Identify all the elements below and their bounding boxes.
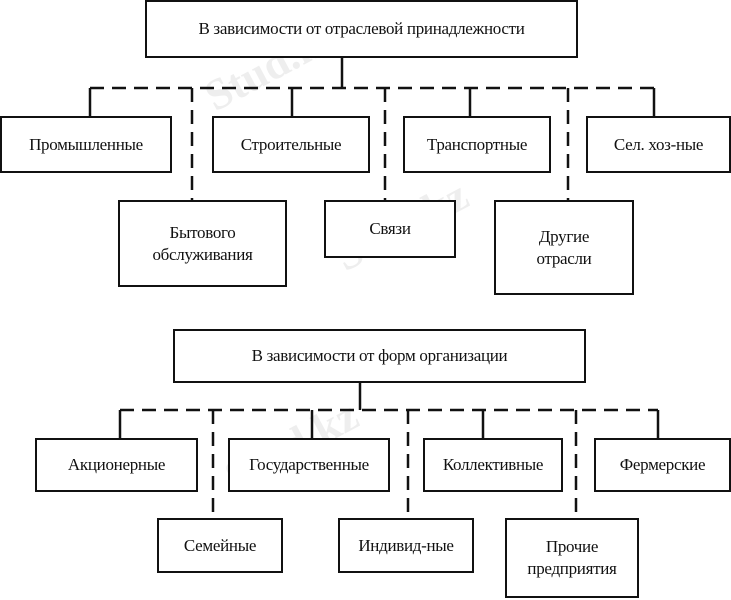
box-other-enterprises: Прочие предприятия [505,518,639,598]
box-construction: Строительные [212,116,370,173]
box-consumer-services: Бытового обслуживания [118,200,287,287]
box-collective: Коллективные [423,438,563,492]
box-individual: Индивид-ные [338,518,474,573]
box-communications: Связи [324,200,456,258]
box-label: Фермерские [619,455,706,474]
box-label: Промышленные [29,134,143,154]
box-other-industries: Другие отрасли [494,200,634,295]
box-label: Семейные [183,535,257,555]
box-label: Бытового обслуживания [152,222,253,264]
box-label: Прочие предприятия [527,537,617,578]
box-label: Связи [369,219,411,238]
box-label: Другие отрасли [536,226,592,268]
box-label: Акционерные [67,455,166,474]
box-label: Транспортные [426,134,528,154]
root-box-industry: В зависимости от отраслевой принадлежнос… [145,0,578,58]
box-transport: Транспортные [403,116,551,173]
box-label: Сел. хоз-ные [613,134,704,154]
box-label: Государственные [249,455,369,474]
box-label: В зависимости от отраслевой принадлежнос… [198,19,525,38]
root-box-organization: В зависимости от форм организации [173,329,586,383]
box-farm: Фермерские [594,438,731,492]
box-label: Строительные [240,134,342,154]
box-agriculture: Сел. хоз-ные [586,116,731,173]
box-family: Семейные [157,518,283,573]
box-label: Коллективные [442,455,544,474]
box-label: Индивид-ные [358,535,454,555]
box-industrial: Промышленные [0,116,172,173]
box-state: Государственные [228,438,390,492]
box-label: В зависимости от форм организации [251,346,508,365]
box-joint-stock: Акционерные [35,438,198,492]
